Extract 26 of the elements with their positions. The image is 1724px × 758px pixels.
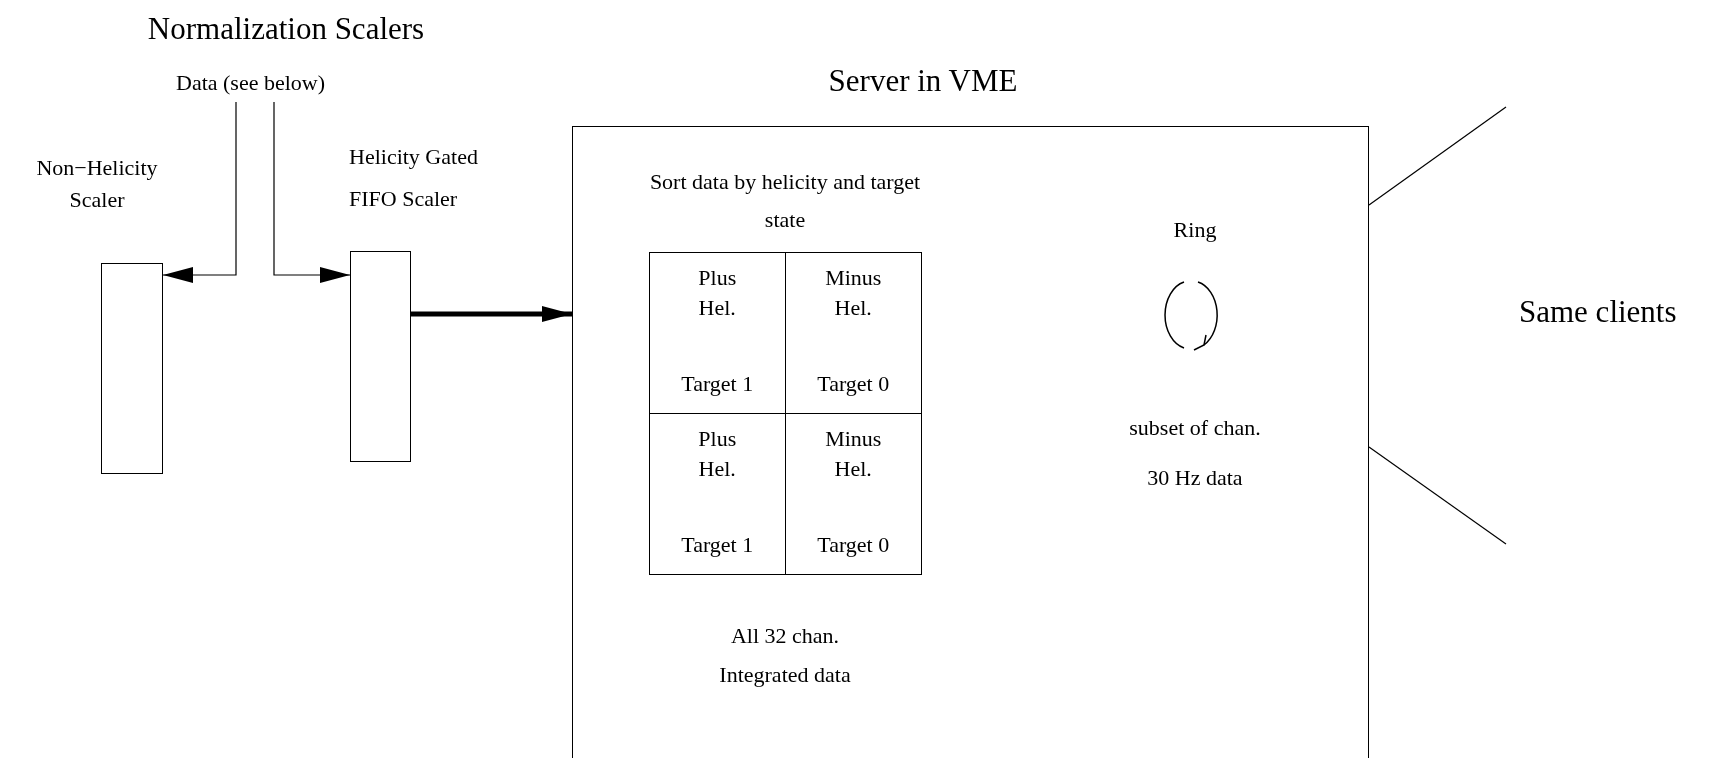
- node-heading: Helicity Gated FIFO Scaler: [349, 144, 478, 211]
- cell-text: Target 1: [681, 531, 754, 559]
- node-heading: Non−Helicity Scaler: [36, 155, 158, 212]
- cell-text: Plus Hel.: [697, 424, 738, 483]
- note-text: All 32 chan.: [729, 623, 841, 650]
- note-text: Integrated data: [718, 662, 852, 689]
- node-heading: Server in VME: [828, 63, 1018, 98]
- cell-text: Target 0: [817, 369, 890, 398]
- line: [1368, 106, 1507, 206]
- cell-text: Minus Hel.: [824, 424, 883, 483]
- grid-cell: [650, 253, 786, 414]
- clients-text: Same clients: [1519, 293, 1724, 331]
- section-heading: Normalization Scalers: [146, 10, 426, 48]
- arrow: [162, 101, 237, 283]
- note-text: Ring: [1172, 217, 1218, 244]
- data-source-text: Data (see below): [176, 70, 391, 97]
- line: [1368, 446, 1507, 545]
- note-text: 30 Hz data: [1146, 465, 1244, 492]
- cell-text: Target 1: [681, 369, 754, 398]
- arrow: [273, 101, 351, 283]
- cell-text: Plus Hel.: [697, 264, 738, 322]
- cell-text: Target 0: [817, 531, 890, 559]
- note-text: subset of chan.: [1128, 415, 1262, 442]
- node-heading: Sort data by helicity and target state: [649, 169, 921, 232]
- cell-text: Minus Hel.: [824, 264, 883, 322]
- arrow: [411, 306, 572, 322]
